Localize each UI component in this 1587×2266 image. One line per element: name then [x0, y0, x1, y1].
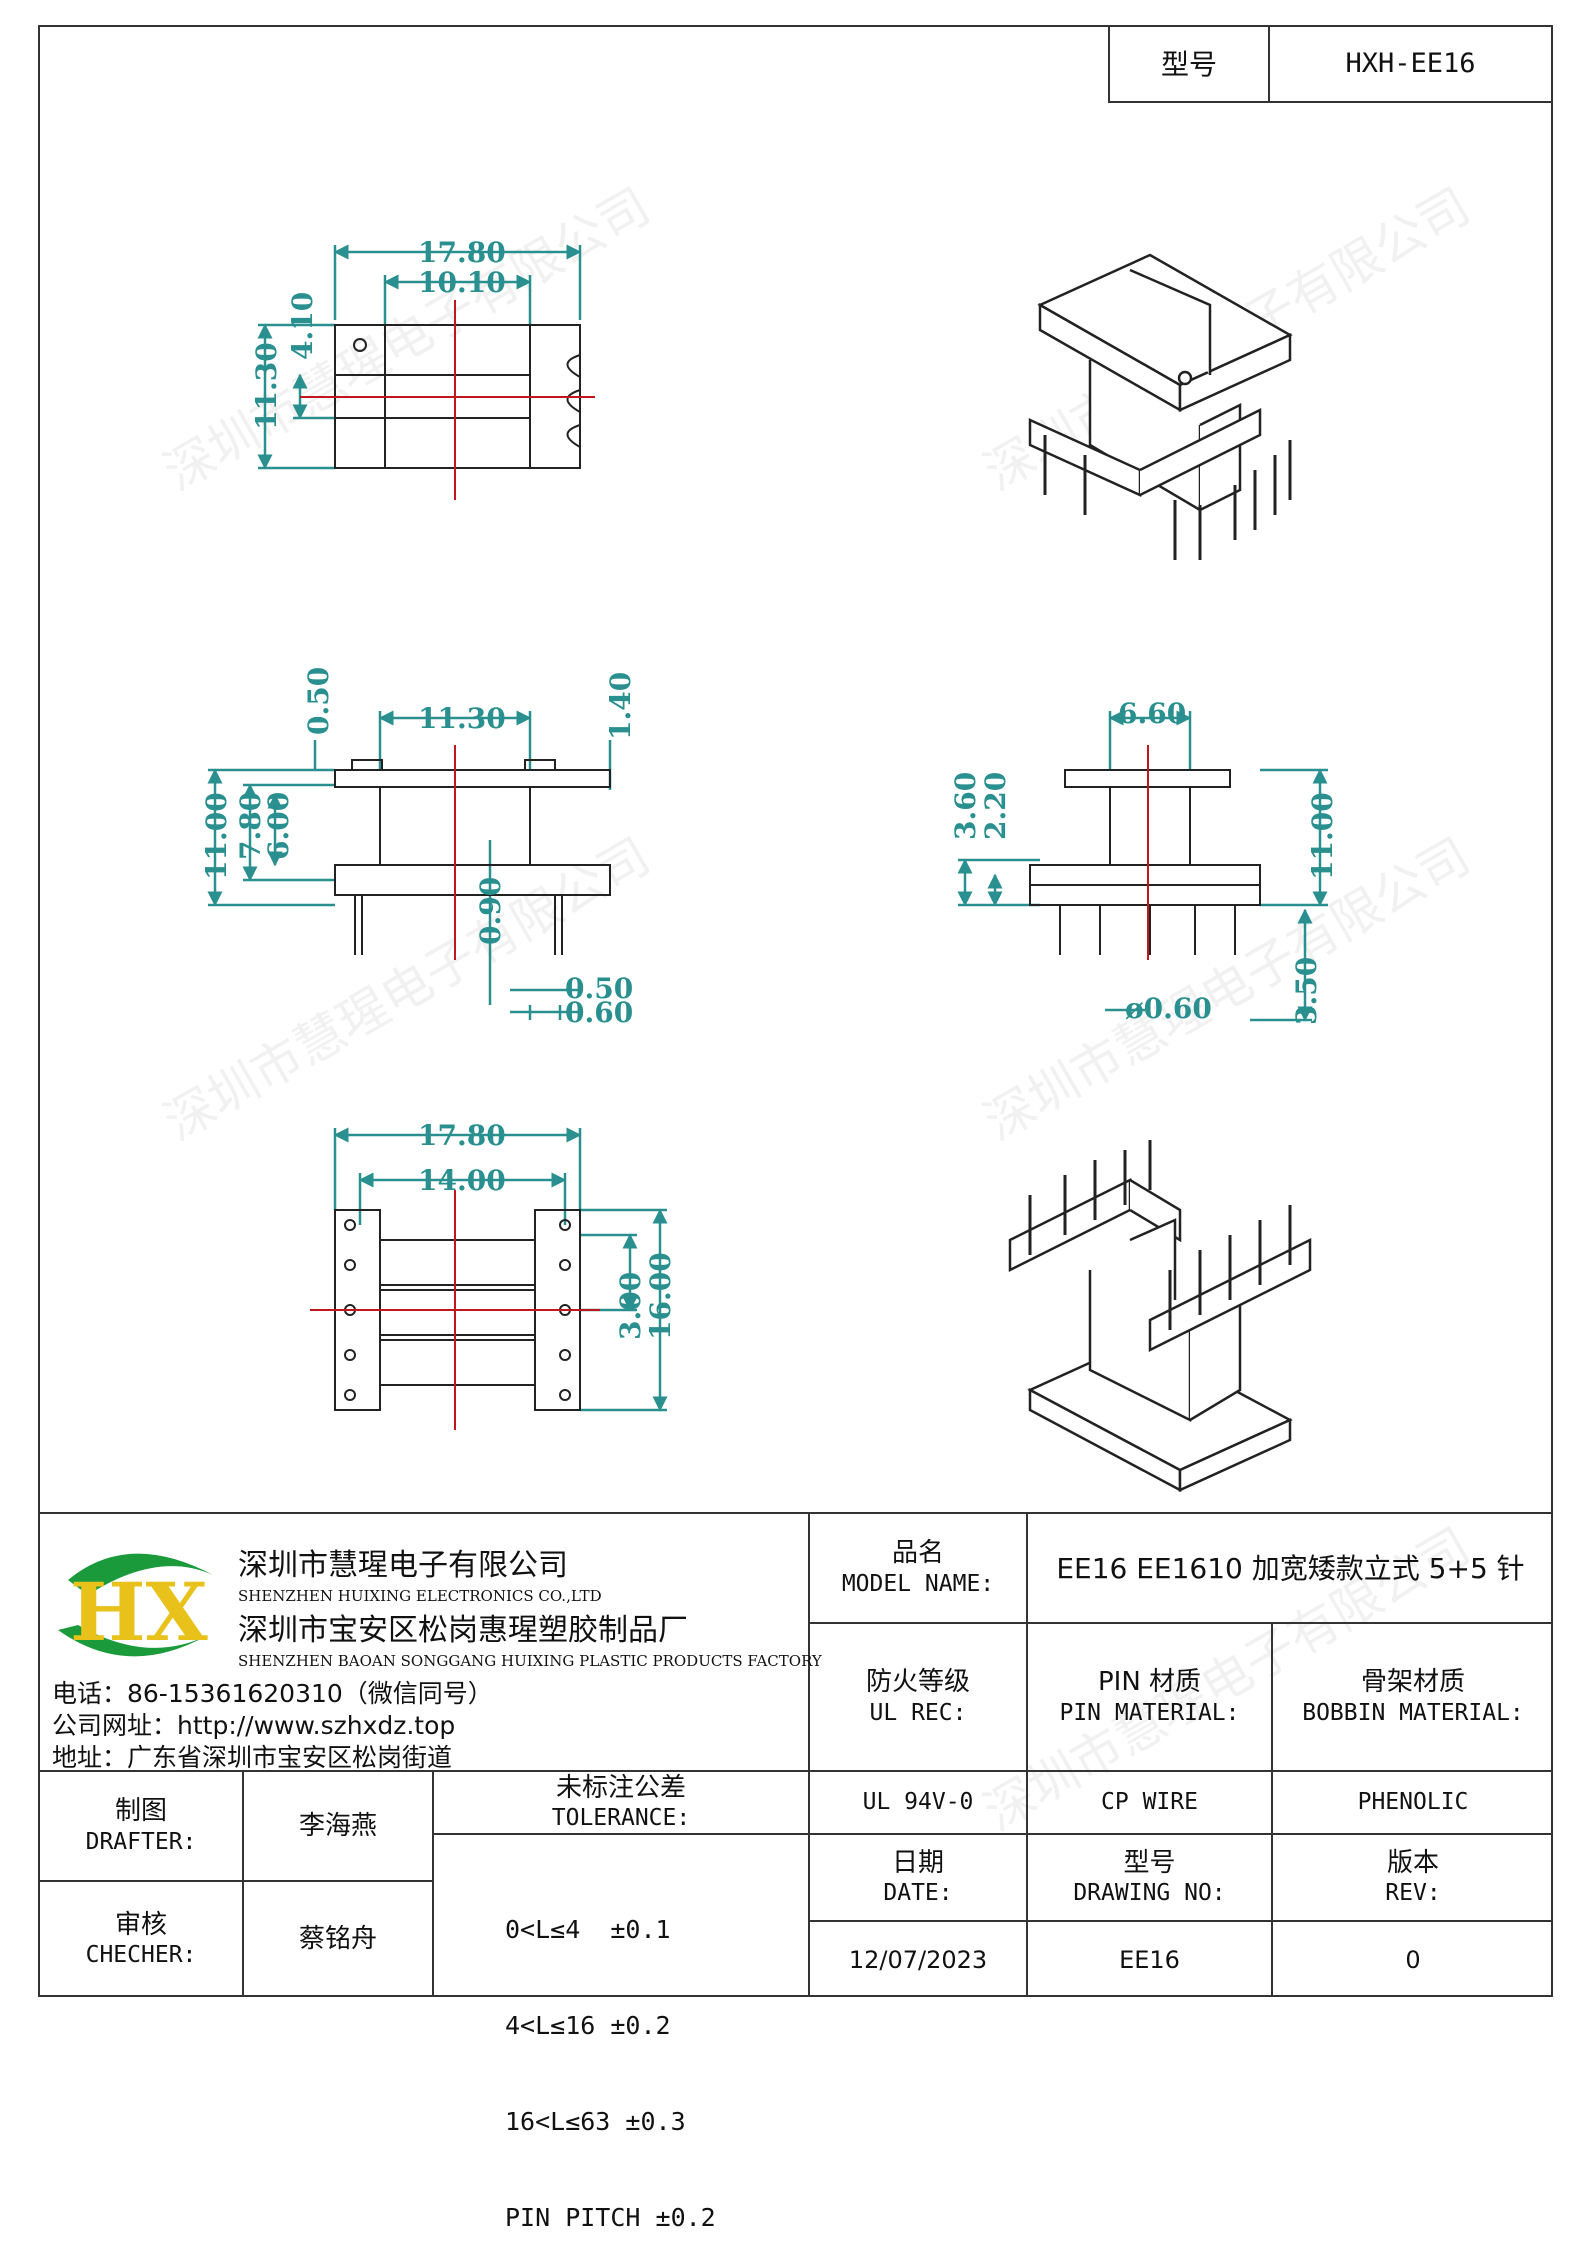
dim-front-mid: 7.80 [234, 792, 267, 860]
tolerance-list: 0<L≤4 ±0.1 4<L≤16 ±0.2 16<L≤63 ±0.3 PIN … [505, 1850, 716, 2266]
company-name-cn: 深圳市慧瑆电子有限公司 [238, 1548, 568, 1583]
dim-bottom-pitch: 3.00 [614, 1272, 647, 1340]
tolerance-row: PIN PITCH ±0.2 [505, 2203, 716, 2232]
drawing-no-label: 型号 DRAWING NO: [1073, 1847, 1226, 1907]
date-value: 12/07/2023 [848, 1945, 988, 1974]
dim-bottom-inner: 14.00 [418, 1164, 506, 1197]
dim-front-a: 0.50 [565, 972, 633, 1005]
tolerance-row: 0<L≤4 ±0.1 [505, 1915, 671, 1944]
rev-value: 0 [1405, 1945, 1421, 1974]
model-name-label: 品名 MODEL NAME: [841, 1538, 995, 1597]
tolerance-label: 未标注公差 TOLERANCE: [551, 1772, 691, 1832]
dim-front-right: 1.40 [604, 672, 637, 740]
dim-front-inner: 6.00 [262, 792, 295, 860]
dim-top-outer-w: 17.80 [418, 236, 506, 269]
company-phone: 电话：86-15361620310（微信同号） [52, 1679, 493, 1708]
drafter-label: 制图 DRAFTER: [85, 1796, 197, 1855]
rev-label: 版本 REV: [1385, 1847, 1441, 1907]
company-website: 公司网址：http://www.szhxdz.top [52, 1711, 456, 1740]
dim-bottom-outer: 17.80 [418, 1119, 506, 1152]
tolerance-row: 4<L≤16 ±0.2 [505, 2011, 671, 2040]
checker-label: 审核 CHECHER: [85, 1909, 197, 1969]
dim-top-inner-w: 10.10 [418, 266, 506, 299]
date-label: 日期 DATE: [883, 1847, 953, 1907]
bobbin-material-label: 骨架材质 BOBBIN MATERIAL: [1302, 1667, 1524, 1726]
logo-text: HX [70, 1565, 208, 1659]
dim-side-b: 2.20 [979, 772, 1012, 840]
dim-side-a: 3.60 [949, 772, 982, 840]
dim-top-hole: 4.10 [286, 292, 319, 360]
drafter-value: 李海燕 [298, 1810, 377, 1841]
checker-value: 蔡铭舟 [298, 1924, 377, 1955]
header-model-value: HXH-EE16 [1345, 48, 1476, 80]
company-address: 地址：广东省深圳市宝安区松岗街道 [52, 1743, 453, 1772]
tolerance-row: 16<L≤63 ±0.3 [505, 2107, 686, 2136]
dim-front-h: 11.00 [200, 792, 233, 880]
dim-side-pin: 3.50 [1290, 957, 1323, 1025]
header-model-label: 型号 [1160, 47, 1217, 81]
drawing-no-value: EE16 [1119, 1945, 1180, 1974]
technical-drawing: 17.80 10.10 4.10 11.30 11.30 0.50 1.40 1… [200, 236, 1339, 1493]
pin-material-value: CP WIRE [1101, 1789, 1198, 1816]
dim-front-top: 0.50 [302, 667, 335, 735]
factory-name-en: SHENZHEN BAOAN SONGGANG HUIXING PLASTIC … [238, 1652, 822, 1670]
company-name-en: SHENZHEN HUIXING ELECTRONICS CO.,LTD [238, 1587, 602, 1605]
bobbin-material-value: PHENOLIC [1357, 1789, 1469, 1816]
dim-side-h: 11.00 [1306, 792, 1339, 880]
dim-side-dia: ø0.60 [1125, 992, 1212, 1025]
drawing-frame [38, 25, 1553, 1997]
dim-top-h: 11.30 [250, 342, 283, 430]
dim-front-w: 11.30 [418, 702, 506, 735]
dim-bottom-h: 16.00 [644, 1252, 677, 1340]
company-logo: HX [58, 1553, 213, 1659]
dim-side-w: 6.60 [1118, 697, 1186, 730]
ul-rec-label: 防火等级 UL REC: [865, 1667, 970, 1726]
factory-name-cn: 深圳市宝安区松岗惠瑆塑胶制品厂 [238, 1613, 688, 1648]
dim-front-b: 0.60 [565, 996, 633, 1029]
ul-rec-value: UL 94V-0 [862, 1789, 974, 1816]
header-model-box [1108, 25, 1553, 103]
model-name-value: EE16 EE1610 加宽矮款立式 5+5 针 [1056, 1551, 1525, 1585]
dim-front-pin: 0.90 [474, 877, 507, 945]
pin-material-label: PIN 材质 PIN MATERIAL: [1059, 1667, 1240, 1726]
